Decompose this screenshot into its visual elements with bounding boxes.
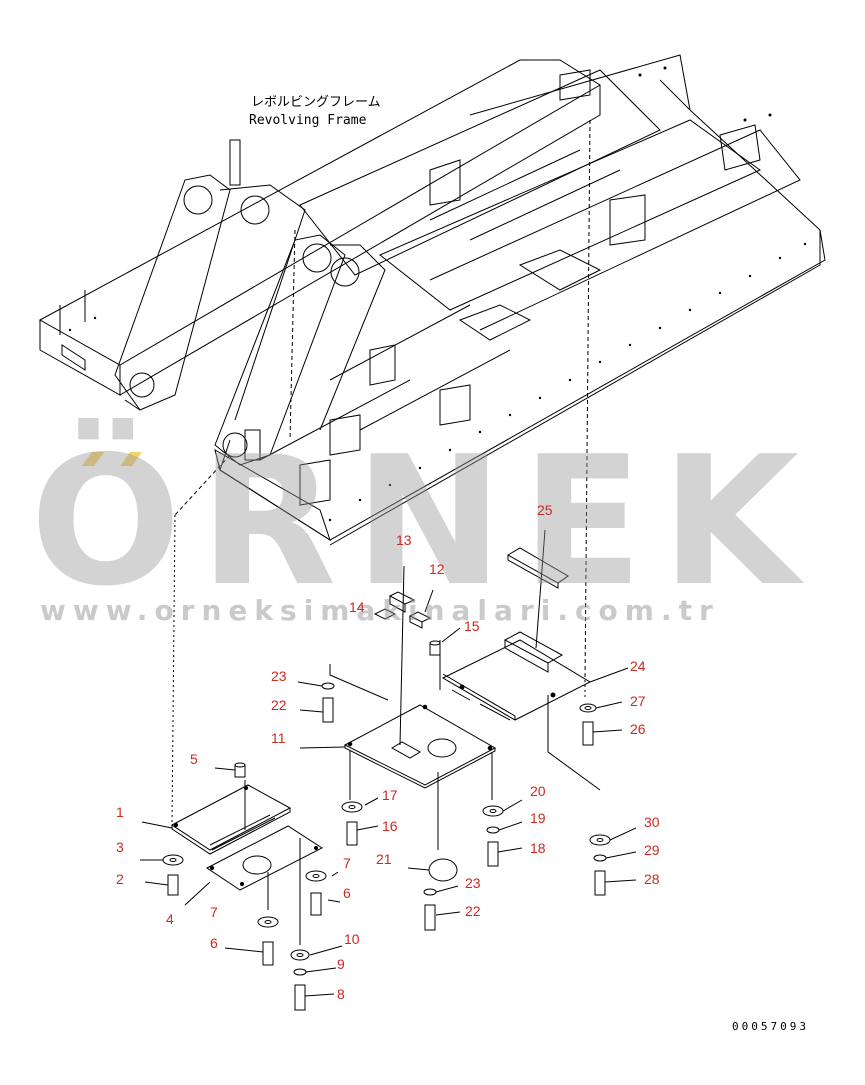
callout-17[interactable]: 17 (382, 787, 398, 803)
cap-part-21 (407, 858, 458, 882)
callout-24[interactable]: 24 (630, 658, 646, 674)
pin-part-15 (429, 627, 461, 656)
callout-26[interactable]: 26 (630, 721, 646, 737)
alignment-lines (171, 514, 586, 826)
callout-6-right[interactable]: 6 (343, 885, 351, 901)
callout-7-right[interactable]: 7 (343, 855, 351, 871)
callout-25[interactable]: 25 (537, 502, 553, 518)
callout-28[interactable]: 28 (644, 871, 660, 887)
callout-21[interactable]: 21 (376, 851, 392, 867)
plate-part-4 (184, 825, 323, 945)
callout-14[interactable]: 14 (349, 599, 365, 615)
callout-23-bottom[interactable]: 23 (465, 875, 481, 891)
callout-22-top[interactable]: 22 (271, 697, 287, 713)
small-parts-12-13-14 (373, 565, 434, 746)
callout-23-top[interactable]: 23 (271, 668, 287, 684)
callout-10[interactable]: 10 (344, 931, 360, 947)
fasteners (140, 681, 637, 1011)
callout-6-left[interactable]: 6 (210, 935, 218, 951)
callout-18[interactable]: 18 (530, 840, 546, 856)
callout-20[interactable]: 20 (530, 783, 546, 799)
cover-part-1 (141, 780, 292, 855)
callout-15[interactable]: 15 (464, 618, 480, 634)
cover-part-24 (441, 631, 629, 791)
callout-3[interactable]: 3 (116, 839, 124, 855)
callout-22-bottom[interactable]: 22 (465, 903, 481, 919)
callout-4[interactable]: 4 (166, 911, 174, 927)
cover-part-11 (299, 640, 497, 850)
seal-strip-part-25 (506, 529, 569, 649)
callout-13[interactable]: 13 (396, 532, 412, 548)
callout-11[interactable]: 11 (271, 730, 286, 746)
callout-19[interactable]: 19 (530, 810, 546, 826)
callout-27[interactable]: 27 (630, 693, 646, 709)
revolving-frame (38, 54, 826, 681)
callout-16[interactable]: 16 (382, 818, 398, 834)
callout-30[interactable]: 30 (644, 814, 660, 830)
callout-7-left[interactable]: 7 (210, 904, 218, 920)
callout-5[interactable]: 5 (190, 751, 198, 767)
callout-1[interactable]: 1 (116, 804, 124, 820)
frame-label-jp: レボルビングフレーム (251, 95, 381, 110)
callout-29[interactable]: 29 (644, 842, 660, 858)
drawing-number: 00057093 (732, 1020, 809, 1033)
callout-9[interactable]: 9 (337, 956, 345, 972)
callout-8[interactable]: 8 (337, 986, 345, 1002)
callout-2[interactable]: 2 (116, 871, 124, 887)
callout-12[interactable]: 12 (429, 561, 445, 577)
frame-label-en: Revolving Frame (249, 113, 367, 128)
